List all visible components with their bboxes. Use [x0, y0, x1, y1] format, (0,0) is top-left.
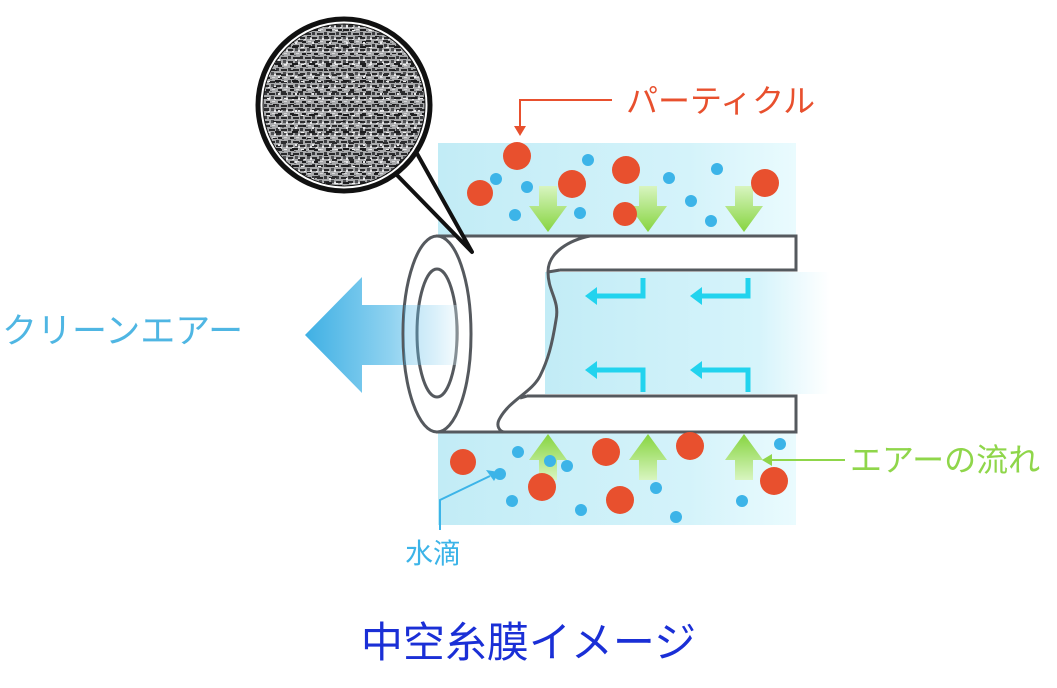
water-drop-dot	[561, 460, 573, 472]
water-drop-dot	[490, 173, 502, 185]
water-drop-label: 水滴	[405, 540, 461, 568]
water-drop-dot	[705, 215, 717, 227]
water-drop-dot	[711, 163, 723, 175]
water-drop-dot	[774, 438, 786, 450]
particle-dot	[751, 169, 779, 197]
clean-air-label: クリーンエアー	[2, 315, 243, 350]
air-flow-label: エアーの流れ	[850, 444, 1040, 476]
water-drop-dot	[575, 504, 587, 516]
water-drop-dot	[509, 209, 521, 221]
particle-leader-arrowhead	[514, 126, 526, 136]
water-drop-dot	[574, 207, 586, 219]
water-drop-dot	[685, 195, 697, 207]
diagram-title: 中空糸膜イメージ	[0, 622, 1057, 664]
water-drop-dot	[670, 511, 682, 523]
particle-dot	[528, 473, 556, 501]
particle-dot	[592, 438, 620, 466]
water-drop-dot	[663, 172, 675, 184]
particle-dot	[612, 156, 640, 184]
particle-dot	[606, 486, 634, 514]
inner-channel	[545, 272, 830, 394]
particle-dot	[503, 142, 531, 170]
particle-dot	[467, 180, 493, 206]
particle-dot	[613, 202, 637, 226]
water-drop-dot	[650, 482, 662, 494]
particle-dot	[558, 170, 586, 198]
water-drop-dot	[582, 154, 594, 166]
particle-dot	[676, 432, 704, 460]
particle-dot	[450, 449, 476, 475]
particle-leader-line	[520, 100, 612, 128]
particle-label: パーティクル	[626, 85, 815, 117]
water-drop-dot	[512, 446, 524, 458]
water-drop-dot	[544, 455, 556, 467]
particle-dot	[760, 467, 788, 495]
water-drop-dot	[736, 495, 748, 507]
water-drop-dot	[521, 181, 533, 193]
water-drop-dot	[506, 495, 518, 507]
